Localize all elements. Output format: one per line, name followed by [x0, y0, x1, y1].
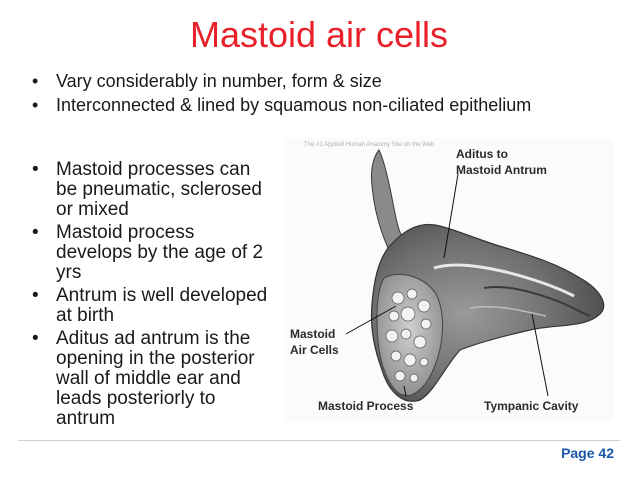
- temporal-bone-illustration: [345, 149, 605, 402]
- label-air-cells-line2: Air Cells: [290, 343, 339, 357]
- bullet-item: Aditus ad antrum is the opening in the p…: [28, 329, 268, 429]
- slide-title: Mastoid air cells: [189, 14, 449, 55]
- label-mastoid-process: Mastoid Process: [318, 399, 414, 413]
- bullet-item: Mastoid processes can be pneumatic, scle…: [28, 160, 268, 220]
- label-tympanic-cavity: Tympanic Cavity: [484, 399, 579, 413]
- label-air-cells-line1: Mastoid: [290, 327, 336, 341]
- intro-bullet-item: Interconnected & lined by squamous non-c…: [28, 94, 548, 116]
- label-mastoid-air-cells: Mastoid Air Cells: [290, 326, 339, 358]
- page-number: Page 42: [561, 445, 614, 461]
- temporal-bone-figure: The #1 Applied Human Anatomy Site on the…: [284, 138, 614, 422]
- figure-caption: The #1 Applied Human Anatomy Site on the…: [304, 142, 435, 148]
- label-aditus: Aditus to Mastoid Antrum: [456, 146, 547, 178]
- bullet-list: Mastoid processes can be pneumatic, scle…: [28, 160, 268, 432]
- label-aditus-line2: Mastoid Antrum: [456, 163, 547, 177]
- bullet-item: Mastoid process develops by the age of 2…: [28, 223, 268, 283]
- label-aditus-line1: Aditus to: [456, 147, 508, 161]
- intro-bullet-list: Vary considerably in number, form & size…: [28, 70, 548, 116]
- footer-divider: [18, 440, 620, 441]
- intro-bullet-item: Vary considerably in number, form & size: [28, 70, 548, 92]
- bullet-item: Antrum is well developed at birth: [28, 286, 268, 326]
